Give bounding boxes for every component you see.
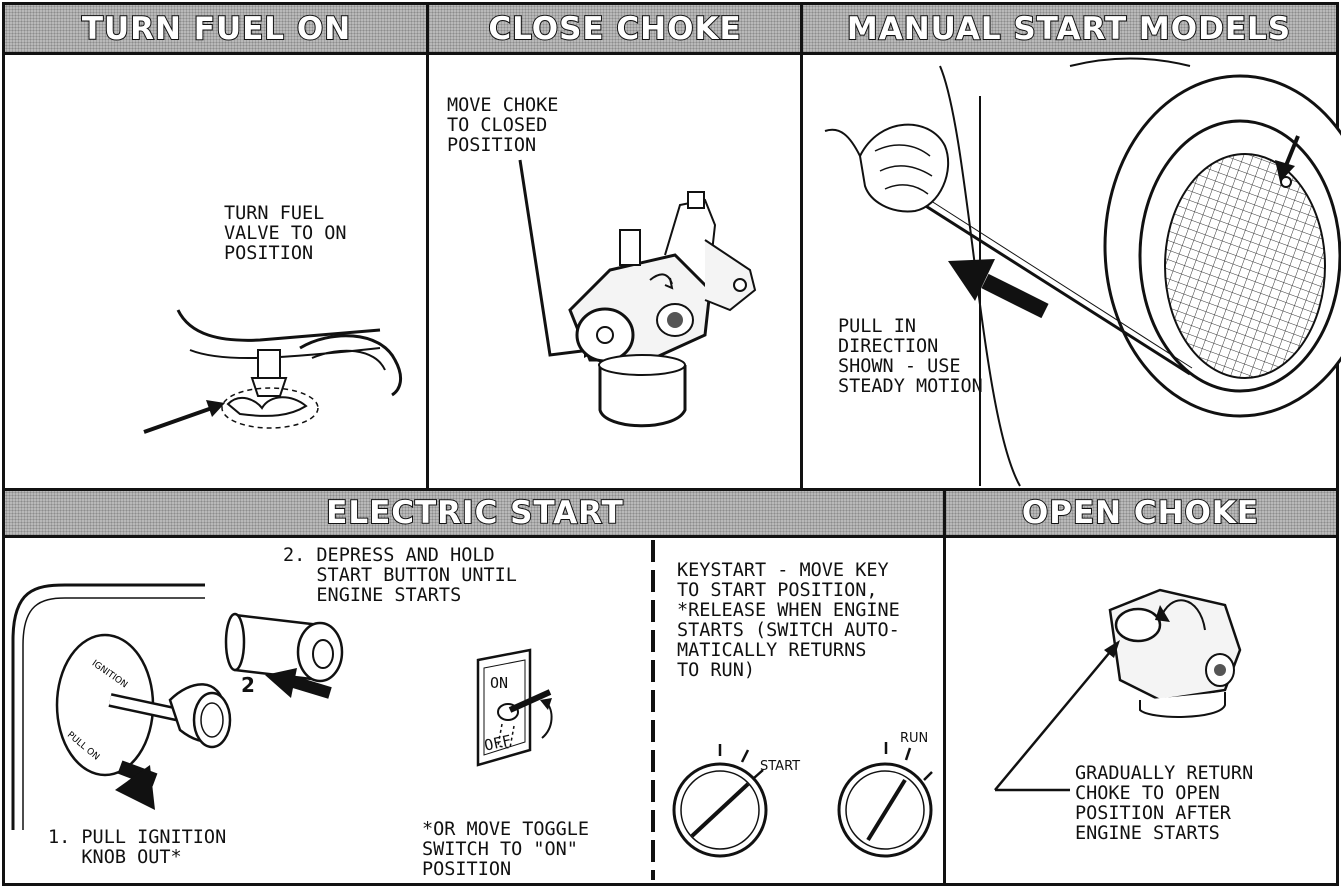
fuel-valve-illustration — [143, 309, 403, 434]
title-electric-start: ELECTRIC START — [325, 494, 624, 532]
title-close-choke: CLOSE CHOKE — [487, 10, 742, 48]
banner-turn-fuel-on: TURN FUEL ON — [5, 5, 428, 55]
open-choke-illustration — [994, 588, 1242, 792]
caption-manual-start: PULL IN DIRECTION SHOWN - USE STEADY MOT… — [838, 316, 983, 397]
caption-toggle-switch: *OR MOVE TOGGLE SWITCH TO "ON" POSITION — [422, 819, 590, 880]
divider-bottom — [943, 488, 946, 884]
caption-close-choke: MOVE CHOKE TO CLOSED POSITION — [447, 95, 559, 156]
step-number-2: 2 — [241, 673, 255, 697]
banner-open-choke: OPEN CHOKE — [945, 488, 1336, 538]
key-start-label: START — [760, 759, 800, 774]
title-manual-start: MANUAL START MODELS — [846, 10, 1292, 48]
banner-close-choke: CLOSE CHOKE — [428, 5, 802, 55]
banner-electric-start: ELECTRIC START — [5, 488, 945, 538]
caption-turn-fuel-on: TURN FUEL VALVE TO ON POSITION — [224, 203, 347, 264]
key-run-label: RUN — [900, 731, 928, 746]
recoil-starter-illustration — [824, 57, 1341, 487]
dashed-divider — [651, 540, 655, 880]
divider-top-1 — [426, 5, 429, 489]
title-turn-fuel-on: TURN FUEL ON — [81, 10, 352, 48]
caption-electric-step1: 1. PULL IGNITION KNOB OUT* — [48, 827, 227, 868]
toggle-switch-illustration: ON OFF — [476, 648, 553, 767]
divider-top-2 — [800, 5, 803, 489]
start-button-illustration: 2 — [224, 612, 344, 699]
toggle-on-label: ON — [490, 674, 508, 692]
key-switch-run-illustration: RUN — [837, 731, 933, 858]
caption-keystart: KEYSTART - MOVE KEY TO START POSITION, *… — [677, 560, 900, 681]
key-switch-start-illustration: START — [672, 744, 800, 858]
banner-manual-start: MANUAL START MODELS — [802, 5, 1336, 55]
title-open-choke: OPEN CHOKE — [1021, 494, 1260, 532]
toggle-off-label: OFF — [483, 731, 513, 754]
ignition-panel-illustration: IGNITION PULL ON — [11, 583, 232, 830]
caption-electric-step2: 2. DEPRESS AND HOLD START BUTTON UNTIL E… — [283, 545, 517, 606]
carburetor-illustration — [518, 159, 757, 428]
caption-open-choke: GRADUALLY RETURN CHOKE TO OPEN POSITION … — [1075, 763, 1254, 844]
